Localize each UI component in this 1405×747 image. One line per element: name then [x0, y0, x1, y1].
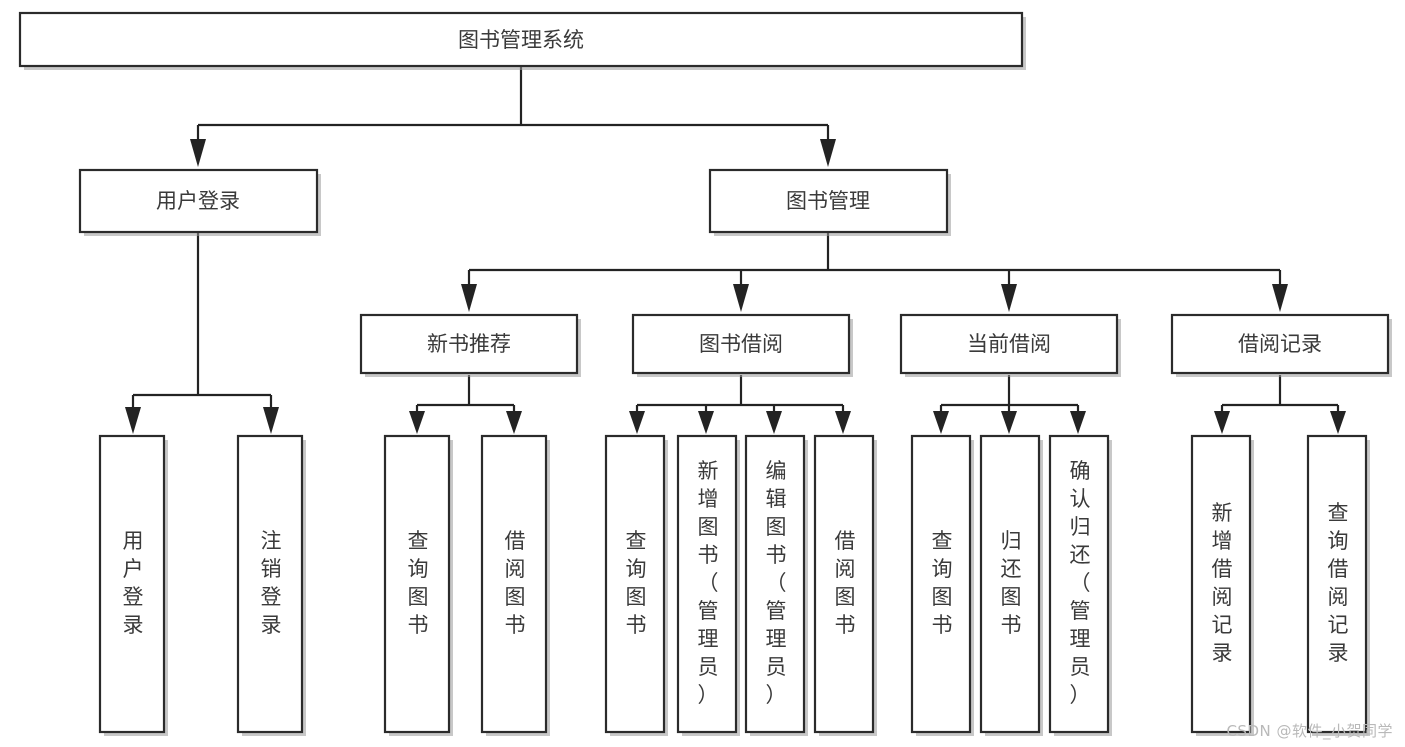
node-leaf-query-book-1-box[interactable]	[383, 434, 451, 734]
connector-group-book-borrow	[629, 375, 851, 434]
arrowhead-leaf-query-book-2	[629, 411, 645, 434]
node-leaf-logout-login-label: 注销登录	[261, 529, 282, 637]
node-book-borrow-box[interactable]	[631, 313, 851, 375]
node-root-label: 图书管理系统	[458, 28, 584, 52]
node-leaf-logout-login-box[interactable]	[236, 434, 304, 734]
node-leaf-query-book-2-box[interactable]	[604, 434, 666, 734]
node-leaf-user-login[interactable]: 用户登录	[98, 434, 168, 736]
node-leaf-borrow-book-2[interactable]: 借阅图书	[813, 434, 877, 736]
node-leaf-edit-book[interactable]: 编辑图书（管理员）	[744, 434, 808, 736]
node-leaf-query-book-3-box[interactable]	[910, 434, 972, 734]
connector-group-new-book-recommend	[409, 375, 522, 434]
node-leaf-confirm-return[interactable]: 确认归还（管理员）	[1048, 434, 1112, 736]
node-leaf-edit-book-box[interactable]	[744, 434, 806, 734]
node-leaf-add-book[interactable]: 新增图书（管理员）	[676, 434, 740, 736]
node-leaf-add-record-label: 新增借阅记录	[1212, 501, 1233, 665]
arrowhead-current-borrow	[1001, 284, 1017, 312]
node-leaf-logout-login[interactable]: 注销登录	[236, 434, 306, 736]
arrowhead-new-book-recommend	[461, 284, 477, 312]
node-leaf-user-login-label: 用户登录	[123, 529, 144, 637]
node-book-borrow-label: 图书借阅	[699, 332, 783, 356]
node-new-book-recommend[interactable]: 新书推荐	[359, 313, 581, 377]
node-user-login-box[interactable]	[78, 168, 319, 234]
connector-group-root	[190, 66, 836, 167]
node-user-login-label: 用户登录	[156, 189, 240, 213]
node-leaf-add-book-box[interactable]	[676, 434, 738, 734]
arrowhead-leaf-borrow-book-2	[835, 411, 851, 434]
node-leaf-confirm-return-box[interactable]	[1048, 434, 1110, 734]
node-leaf-add-book-label: 新增图书（管理员）	[698, 459, 719, 707]
node-leaf-query-book-1-label: 查询图书	[408, 529, 429, 637]
node-leaf-borrow-book-2-label: 借阅图书	[835, 529, 856, 637]
node-leaf-query-book-3-label: 查询图书	[932, 529, 953, 637]
arrowhead-leaf-logout-login	[263, 407, 279, 434]
node-book-management-label: 图书管理	[786, 189, 870, 213]
arrowhead-borrow-record	[1272, 284, 1288, 312]
node-leaf-query-record[interactable]: 查询借阅记录	[1306, 434, 1370, 736]
node-leaf-borrow-book-2-box[interactable]	[813, 434, 875, 734]
arrowhead-leaf-return-book	[1001, 411, 1017, 434]
node-leaf-borrow-book-1-label: 借阅图书	[505, 529, 526, 637]
arrowhead-leaf-query-record	[1330, 411, 1346, 434]
arrowhead-leaf-edit-book	[766, 411, 782, 434]
node-leaf-return-book[interactable]: 归还图书	[979, 434, 1043, 736]
node-leaf-return-book-label: 归还图书	[1001, 529, 1022, 637]
arrowhead-user-login	[190, 139, 206, 167]
node-leaf-add-record-box[interactable]	[1190, 434, 1252, 734]
connector-group-book-management	[461, 232, 1288, 312]
node-book-management-box[interactable]	[708, 168, 949, 234]
node-borrow-record-label: 借阅记录	[1238, 332, 1322, 356]
connector-group-user-login	[125, 232, 279, 434]
csdn-watermark: CSDN @软件_小贺同学	[1226, 722, 1393, 740]
node-current-borrow-label: 当前借阅	[967, 332, 1051, 356]
node-leaf-query-book-3[interactable]: 查询图书	[910, 434, 974, 736]
arrowhead-leaf-borrow-book-1	[506, 411, 522, 434]
node-leaf-query-book-1[interactable]: 查询图书	[383, 434, 453, 736]
node-leaf-borrow-book-1[interactable]: 借阅图书	[480, 434, 550, 736]
node-new-book-recommend-label: 新书推荐	[427, 332, 511, 356]
connector-group-borrow-record	[1214, 375, 1346, 434]
node-leaf-edit-book-label: 编辑图书（管理员）	[766, 459, 787, 707]
node-user-login[interactable]: 用户登录	[78, 168, 321, 236]
arrowhead-leaf-user-login	[125, 407, 141, 434]
node-leaf-confirm-return-label: 确认归还（管理员）	[1070, 459, 1091, 707]
leaf-nodes: 用户登录 注销登录 查询图书 借阅图书 查询图书	[98, 434, 1370, 736]
node-leaf-return-book-box[interactable]	[979, 434, 1041, 734]
node-book-management[interactable]: 图书管理	[708, 168, 951, 236]
node-new-book-recommend-box[interactable]	[359, 313, 579, 375]
connector-group-current-borrow	[933, 375, 1086, 434]
node-borrow-record[interactable]: 借阅记录	[1170, 313, 1392, 377]
arrowhead-leaf-confirm-return	[1070, 411, 1086, 434]
arrowhead-book-management	[820, 139, 836, 167]
node-leaf-query-book-2-label: 查询图书	[626, 529, 647, 637]
node-current-borrow-box[interactable]	[899, 313, 1119, 375]
node-leaf-borrow-book-1-box[interactable]	[480, 434, 548, 734]
node-book-borrow[interactable]: 图书借阅	[631, 313, 853, 377]
node-current-borrow[interactable]: 当前借阅	[899, 313, 1121, 377]
node-leaf-query-record-label: 查询借阅记录	[1328, 501, 1349, 665]
arrowhead-leaf-query-book-1	[409, 411, 425, 434]
arrowhead-leaf-add-record	[1214, 411, 1230, 434]
arrowhead-leaf-add-book	[698, 411, 714, 434]
node-root[interactable]: 图书管理系统	[18, 11, 1026, 70]
node-leaf-query-record-box[interactable]	[1306, 434, 1368, 734]
node-leaf-add-record[interactable]: 新增借阅记录	[1190, 434, 1254, 736]
node-leaf-query-book-2[interactable]: 查询图书	[604, 434, 668, 736]
node-root-box[interactable]	[18, 11, 1024, 68]
node-borrow-record-box[interactable]	[1170, 313, 1390, 375]
node-leaf-user-login-box[interactable]	[98, 434, 166, 734]
arrowhead-leaf-query-book-3	[933, 411, 949, 434]
arrowhead-book-borrow	[733, 284, 749, 312]
